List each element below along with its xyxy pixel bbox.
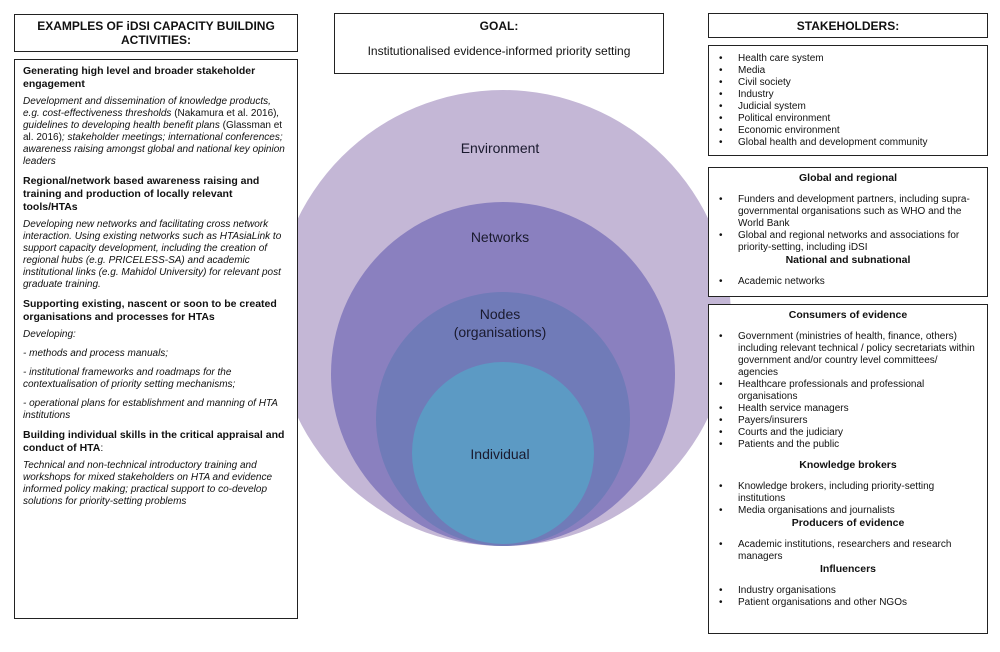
brokers-list: Knowledge brokers, including priority-se…: [717, 481, 979, 517]
individual-circle: [412, 362, 594, 544]
national-heading: National and subnational: [785, 254, 911, 266]
list-item: Patient organisations and other NGOs: [717, 597, 979, 609]
list-item: Industry: [717, 89, 979, 101]
citation: (Glassman et al. 2016): [23, 120, 283, 143]
consumers-heading: Consumers of evidence: [788, 309, 908, 321]
list-item: Academic networks: [717, 276, 979, 288]
nodes-organisations-label: (organisations): [454, 324, 547, 340]
section-heading-regional: Regional/network based awareness raising…: [23, 175, 260, 213]
section-item: - institutional frameworks and roadmaps …: [23, 367, 236, 390]
activities-title: EXAMPLES OF iDSI CAPACITY BUILDING ACTIV…: [37, 19, 275, 47]
list-item: Payers/insurers: [717, 415, 979, 427]
list-item: Judicial system: [717, 101, 979, 113]
section-text-individual: Technical and non-technical introductory…: [23, 460, 273, 507]
list-item: Knowledge brokers, including priority-se…: [717, 481, 979, 505]
list-item: Global and regional networks and associa…: [717, 230, 979, 254]
stakeholders-general-box: Health care system Media Civil society I…: [708, 45, 988, 156]
list-item: Political environment: [717, 113, 979, 125]
section-text-regional: Developing new networks and facilitating…: [23, 219, 282, 290]
goal-title: GOAL:: [479, 19, 519, 33]
list-item: Health care system: [717, 53, 979, 65]
section-heading-individual: Building individual skills in the critic…: [23, 429, 289, 455]
global-list: Funders and development partners, includ…: [717, 194, 979, 254]
heading-text: Building individual skills in the critic…: [23, 429, 285, 454]
goal-text: Institutionalised evidence-informed prio…: [367, 44, 631, 58]
list-item: Health service managers: [717, 403, 979, 415]
stakeholders-global-box: Global and regional Funders and developm…: [708, 167, 988, 297]
activities-box: Generating high level and broader stakeh…: [14, 59, 298, 619]
section-intro-organisations: Developing:: [23, 329, 76, 340]
list-item: Funders and development partners, includ…: [717, 194, 979, 230]
influencers-list: Industry organisations Patient organisat…: [717, 585, 979, 609]
text-part: ; stakeholder meetings; international co…: [23, 132, 285, 167]
general-list: Health care system Media Civil society I…: [717, 53, 979, 149]
list-item: Industry organisations: [717, 585, 979, 597]
influencers-heading: Influencers: [819, 563, 877, 575]
stakeholders-evidence-box: Consumers of evidence Government (minist…: [708, 304, 988, 634]
list-item: Civil society: [717, 77, 979, 89]
list-item: Patients and the public: [717, 439, 979, 451]
list-item: Government (ministries of health, financ…: [717, 331, 979, 379]
list-item: Courts and the judiciary: [717, 427, 979, 439]
list-item: Economic environment: [717, 125, 979, 137]
text-part: , guidelines to developing health benefi…: [23, 108, 280, 131]
list-item: Healthcare professionals and professiona…: [717, 379, 979, 403]
list-item: Global health and development community: [717, 137, 979, 149]
activities-title-box: EXAMPLES OF iDSI CAPACITY BUILDING ACTIV…: [14, 14, 298, 52]
section-heading-engagement: Generating high level and broader stakeh…: [23, 65, 256, 90]
nodes-label: Nodes: [480, 306, 520, 322]
citation: (Nakamura et al. 2016): [174, 108, 277, 119]
goal-box: GOAL: Institutionalised evidence-informe…: [334, 13, 664, 74]
environment-label: Environment: [461, 140, 540, 156]
section-item: - methods and process manuals;: [23, 348, 169, 359]
list-item: Media organisations and journalists: [717, 505, 979, 517]
consumers-list: Government (ministries of health, financ…: [717, 331, 979, 451]
brokers-heading: Knowledge brokers: [799, 459, 897, 471]
individual-label: Individual: [470, 446, 529, 462]
global-heading: Global and regional: [798, 172, 897, 184]
stakeholders-title: STAKEHOLDERS:: [796, 19, 900, 33]
stakeholders-title-box: STAKEHOLDERS:: [708, 13, 988, 38]
producers-list: Academic institutions, researchers and r…: [717, 539, 979, 563]
heading-suffix: :: [100, 442, 104, 454]
text-part: Development and dissemination of knowled…: [23, 96, 271, 119]
producers-heading: Producers of evidence: [791, 517, 905, 529]
section-text-engagement: Development and dissemination of knowled…: [23, 96, 289, 168]
list-item: Academic institutions, researchers and r…: [717, 539, 979, 563]
networks-label: Networks: [471, 229, 529, 245]
section-item: - operational plans for establishment an…: [23, 398, 278, 421]
list-item: Media: [717, 65, 979, 77]
section-heading-organisations: Supporting existing, nascent or soon to …: [23, 298, 277, 323]
national-list: Academic networks: [717, 276, 979, 288]
